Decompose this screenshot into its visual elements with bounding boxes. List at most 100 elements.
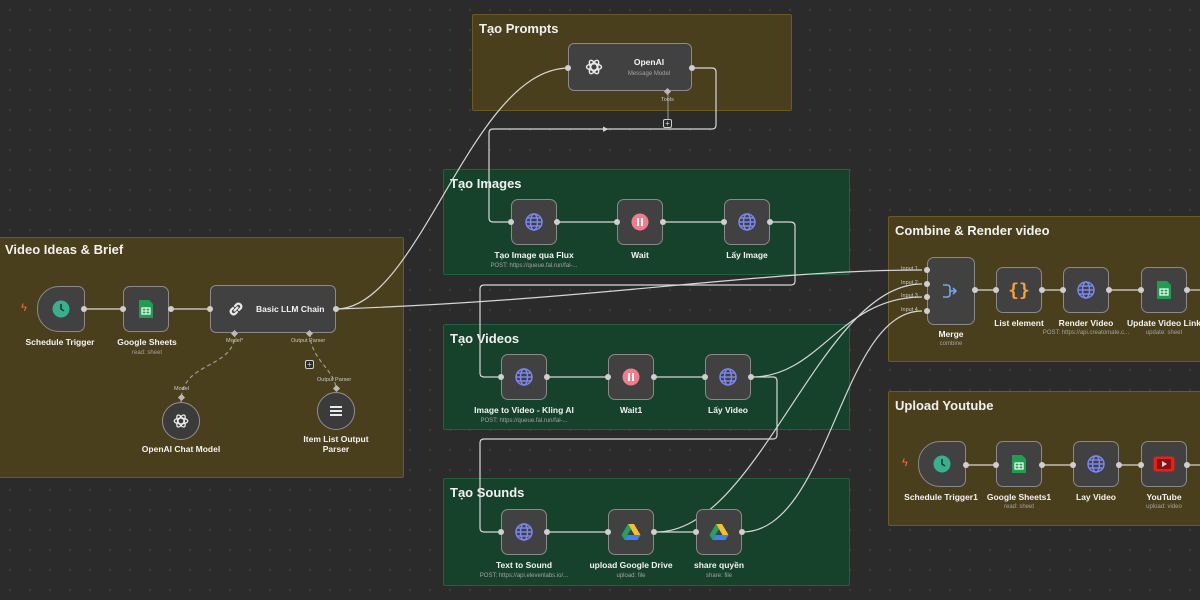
node-subtitle: combine [939, 341, 963, 347]
node-label: List element [994, 318, 1044, 328]
node-title: OpenAI [633, 57, 665, 67]
add-tool-button[interactable]: + [663, 119, 672, 128]
merge-input-label: Input 1 [901, 266, 918, 272]
output-port[interactable] [168, 306, 174, 312]
youtube-node[interactable] [1141, 441, 1187, 487]
input-port[interactable] [993, 462, 999, 468]
input-port[interactable] [1138, 287, 1144, 293]
input-port[interactable] [508, 219, 514, 225]
basic-llm-chain-node[interactable]: Basic LLM Chain [210, 285, 336, 333]
node-label: Merge [938, 329, 964, 339]
render-video-node[interactable] [1063, 267, 1109, 313]
list-element-node[interactable]: {} [996, 267, 1042, 313]
output-port[interactable] [651, 374, 657, 380]
output-port[interactable] [544, 374, 550, 380]
node-subtitle: POST: https://queue.fal.run/fal-... [490, 263, 578, 269]
flux-http-node[interactable] [511, 199, 557, 245]
input-port[interactable] [1138, 462, 1144, 468]
output-port[interactable] [1039, 462, 1045, 468]
node-subtitle: read: sheet [131, 350, 163, 356]
google-sheets1-node[interactable] [996, 441, 1042, 487]
merge-input-port[interactable] [924, 294, 930, 300]
output-port[interactable] [544, 529, 550, 535]
output-port[interactable] [748, 374, 754, 380]
share-quyen-node[interactable] [696, 509, 742, 555]
node-label: Render Video [1058, 318, 1114, 328]
input-port[interactable] [1060, 287, 1066, 293]
merge-icon [940, 280, 962, 302]
output-port[interactable] [651, 529, 657, 535]
input-port[interactable] [498, 374, 504, 380]
input-port[interactable] [605, 529, 611, 535]
globe-icon [513, 521, 535, 543]
merge-input-label: Input 2 [901, 280, 918, 286]
node-label: Image to Video - Kling AI [474, 405, 574, 415]
group-title: Video Ideas & Brief [5, 242, 124, 257]
add-parser-button[interactable]: + [305, 360, 314, 369]
node-subtitle: upload: video [1146, 504, 1182, 510]
output-port[interactable] [689, 65, 695, 71]
merge-node[interactable] [927, 257, 975, 325]
merge-input-port[interactable] [924, 308, 930, 314]
input-port[interactable] [702, 374, 708, 380]
port-label: Model* [226, 338, 244, 344]
input-port[interactable] [993, 287, 999, 293]
node-label: Lấy Video [708, 405, 748, 415]
input-port[interactable] [605, 374, 611, 380]
group-title: Tạo Prompts [479, 21, 559, 36]
list-icon [325, 400, 347, 422]
item-list-output-parser-node[interactable] [317, 392, 355, 430]
merge-input-label: Input 4 [901, 307, 918, 313]
output-port[interactable] [1184, 462, 1190, 468]
group-title: Upload Youtube [895, 398, 994, 413]
node-label: Schedule Trigger [25, 337, 95, 347]
output-port[interactable] [81, 306, 87, 312]
wait1-node[interactable] [608, 354, 654, 400]
output-port[interactable] [660, 219, 666, 225]
openai-message-model-node[interactable]: OpenAI Message Model [568, 43, 692, 91]
node-label: upload Google Drive [589, 560, 673, 570]
output-port[interactable] [963, 462, 969, 468]
output-port[interactable] [1116, 462, 1122, 468]
globe-icon [736, 211, 758, 233]
node-label: Google Sheets [117, 337, 177, 347]
input-port[interactable] [120, 306, 126, 312]
group-title: Tạo Videos [450, 331, 520, 346]
input-port[interactable] [565, 65, 571, 71]
openai-chat-model-node[interactable] [162, 402, 200, 440]
drive-icon [708, 521, 730, 543]
node-label: Google Sheets1 [986, 492, 1052, 502]
input-port[interactable] [1070, 462, 1076, 468]
output-port[interactable] [333, 306, 339, 312]
globe-icon [717, 366, 739, 388]
upload-google-drive-node[interactable] [608, 509, 654, 555]
input-port[interactable] [721, 219, 727, 225]
schedule-trigger1-node[interactable] [918, 441, 966, 487]
output-port[interactable] [1106, 287, 1112, 293]
node-subtitle: POST: https://queue.fal.run/fal-... [480, 418, 568, 424]
input-port[interactable] [207, 306, 213, 312]
lay-image-node[interactable] [724, 199, 770, 245]
node-label: YouTube [1146, 492, 1182, 502]
schedule-trigger-node[interactable] [37, 286, 85, 332]
wait-node[interactable] [617, 199, 663, 245]
text-to-sound-node[interactable] [501, 509, 547, 555]
input-port[interactable] [693, 529, 699, 535]
input-port[interactable] [498, 529, 504, 535]
braces-icon: {} [1008, 279, 1030, 301]
lay-video-yt-node[interactable] [1073, 441, 1119, 487]
output-port[interactable] [972, 287, 978, 293]
lay-video-node[interactable] [705, 354, 751, 400]
merge-input-port[interactable] [924, 281, 930, 287]
output-port[interactable] [1184, 287, 1190, 293]
output-port[interactable] [739, 529, 745, 535]
kling-http-node[interactable] [501, 354, 547, 400]
output-port[interactable] [1039, 287, 1045, 293]
input-port[interactable] [614, 219, 620, 225]
merge-input-port[interactable] [924, 267, 930, 273]
output-port[interactable] [554, 219, 560, 225]
sheets-icon [1008, 453, 1030, 475]
output-port[interactable] [767, 219, 773, 225]
google-sheets-node[interactable] [123, 286, 169, 332]
update-video-link-node[interactable] [1141, 267, 1187, 313]
